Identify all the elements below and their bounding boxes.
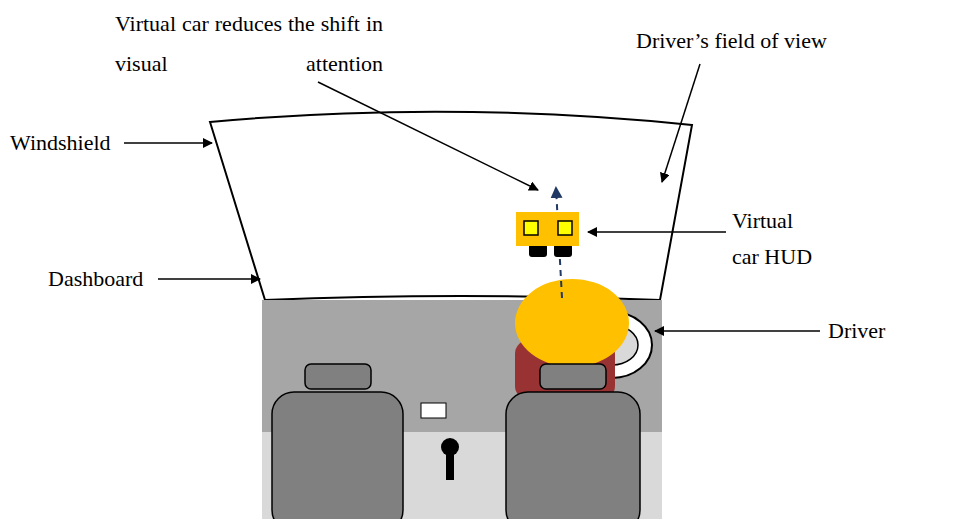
car-light: [524, 221, 538, 235]
gear-stick: [446, 450, 454, 480]
seat-headrest: [540, 364, 606, 389]
callout-label: Driver: [828, 318, 918, 344]
driver-head: [515, 279, 629, 367]
leader-arrow: [655, 330, 820, 332]
driver-seat: [506, 392, 640, 519]
passenger-seat: [272, 392, 403, 519]
leader-arrow: [662, 64, 700, 182]
car-light: [558, 221, 572, 235]
console-display: [421, 403, 446, 418]
callout-label: Dashboard: [48, 266, 156, 292]
callout-label: Virtual car reduces the shift in visual …: [115, 4, 383, 84]
leader-arrow: [124, 142, 212, 144]
callout-label: Windshield: [10, 130, 120, 156]
leader-arrow: [318, 82, 538, 190]
leader-arrow: [588, 231, 726, 233]
leader-arrow: [158, 278, 260, 280]
seat-headrest: [305, 364, 371, 389]
callout-label: Virtual car HUD: [732, 203, 824, 275]
callout-label: Driver’s field of view: [636, 28, 966, 54]
virtual-car-body: [516, 212, 579, 246]
windshield-shape: [210, 112, 692, 300]
